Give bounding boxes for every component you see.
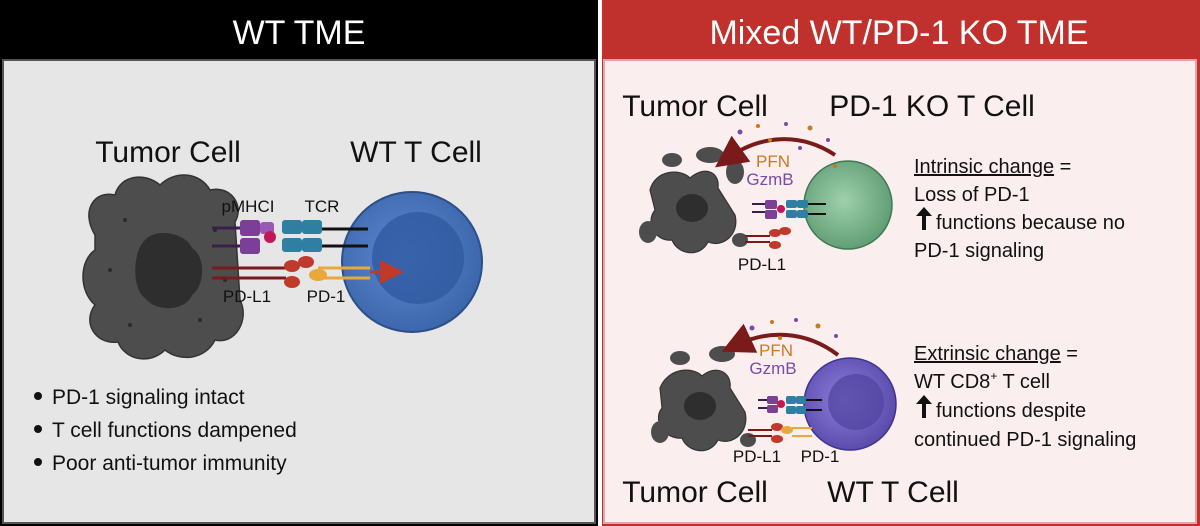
bullet-dot — [34, 425, 42, 433]
intrinsic-change-heading: Intrinsic change = — [914, 156, 1071, 178]
left-tumor-label: Tumor Cell — [95, 136, 241, 169]
bullet-item: Poor anti-tumor immunity — [52, 452, 287, 475]
extrinsic-line2: functions despite — [936, 400, 1086, 422]
tcr-receptor — [282, 220, 368, 252]
bottom-tumor-fragments — [651, 346, 756, 452]
up-arrow-icon — [916, 207, 932, 230]
tcr-label: TCR — [305, 197, 340, 216]
extrinsic-change-title: Extrinsic change — [914, 343, 1061, 365]
bottom-tumor-label: Tumor Cell — [622, 476, 768, 509]
intrinsic-line2: functions because no — [936, 212, 1125, 234]
bottom-pd1-label: PD-1 — [801, 447, 840, 466]
top-tumor-label: Tumor Cell — [622, 90, 768, 123]
bullet-item: T cell functions dampened — [52, 419, 297, 442]
extrinsic-equals: = — [1061, 343, 1078, 365]
right-header-title: Mixed WT/PD-1 KO TME — [709, 14, 1088, 52]
top-pdl1-label: PD-L1 — [738, 255, 786, 274]
bottom-tcell-label: WT T Cell — [827, 476, 959, 509]
bullet-dot — [34, 392, 42, 400]
bottom-pdl1-pd1 — [748, 423, 812, 443]
extrinsic-line1-b: T cell — [997, 371, 1050, 393]
bullet-item: PD-1 signaling intact — [52, 386, 245, 409]
top-cytotoxic-arrow — [715, 122, 837, 168]
left-header-title: WT TME — [233, 14, 366, 52]
intrinsic-line3: PD-1 signaling — [914, 240, 1044, 262]
bullet-dot — [34, 458, 42, 466]
top-gzmb-label: GzmB — [746, 170, 793, 189]
intrinsic-line1: Loss of PD-1 — [914, 184, 1030, 206]
right-panel: Mixed WT/PD-1 KO TME Tumor Cell PD-1 KO … — [602, 0, 1200, 526]
bottom-cytotoxic-arrow — [721, 318, 840, 357]
bottom-pdl1-label: PD-L1 — [733, 447, 781, 466]
up-arrow-icon — [916, 395, 932, 418]
bullet-list: PD-1 signaling intact T cell functions d… — [34, 386, 297, 475]
extrinsic-line1-sup: + — [990, 369, 997, 383]
bottom-mhc-tcr — [758, 396, 822, 414]
bottom-gzmb-label: GzmB — [749, 359, 796, 378]
left-pdl1-label: PD-L1 — [223, 287, 271, 306]
top-pfn-label: PFN — [756, 152, 790, 171]
extrinsic-line1-a: WT CD8 — [914, 371, 990, 393]
extrinsic-line3: continued PD-1 signaling — [914, 429, 1136, 451]
extrinsic-line1: WT CD8+ T cell — [914, 369, 1050, 393]
top-mhc-tcr — [752, 200, 826, 219]
left-tcell-label: WT T Cell — [350, 136, 482, 169]
left-panel: WT TME Tumor Cell WT T Cell pMHCI TCR — [0, 0, 598, 526]
extrinsic-change-heading: Extrinsic change = — [914, 343, 1078, 365]
pdl1-receptor — [212, 256, 314, 288]
mhc-receptor — [212, 220, 276, 254]
left-wt-tcell — [341, 191, 483, 333]
bottom-wt-tcell — [803, 357, 897, 451]
left-tumor-cell — [82, 174, 244, 360]
pd1-receptor — [309, 260, 404, 284]
intrinsic-equals: = — [1054, 156, 1071, 178]
top-pdl1 — [745, 227, 791, 249]
pmhc-label: pMHCI — [222, 197, 275, 216]
bottom-pfn-label: PFN — [759, 341, 793, 360]
top-tcell-label: PD-1 KO T Cell — [829, 90, 1035, 123]
left-pd1-label: PD-1 — [307, 287, 346, 306]
intrinsic-change-title: Intrinsic change — [914, 156, 1054, 178]
